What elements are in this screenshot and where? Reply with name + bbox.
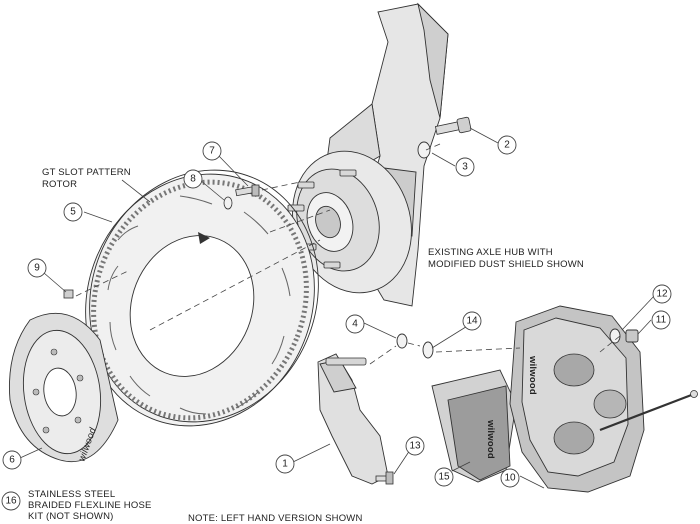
svg-text:7: 7 bbox=[209, 146, 215, 157]
hose-label-line3: KIT (NOT SHOWN) bbox=[28, 511, 114, 522]
bracket-washer bbox=[396, 333, 408, 349]
svg-text:12: 12 bbox=[656, 289, 668, 300]
callout-8: 8 bbox=[183, 169, 203, 189]
callout-12: 12 bbox=[652, 284, 672, 304]
callout-14: 14 bbox=[462, 311, 482, 331]
svg-text:1: 1 bbox=[282, 459, 288, 470]
caliper-bolt bbox=[599, 390, 698, 432]
rotor-washer bbox=[223, 196, 233, 210]
svg-text:5: 5 bbox=[70, 207, 76, 218]
hub-label-line2: MODIFIED DUST SHIELD SHOWN bbox=[428, 259, 584, 270]
rotor-bolt bbox=[235, 184, 260, 197]
callout-4: 4 bbox=[345, 314, 365, 334]
rotation-arrow-icon bbox=[198, 232, 210, 244]
rotor-slots bbox=[107, 195, 291, 415]
callout-10: 10 bbox=[500, 468, 520, 488]
caliper-washer bbox=[609, 328, 621, 344]
caliper-nut bbox=[625, 329, 639, 343]
svg-text:2: 2 bbox=[504, 140, 510, 151]
hat-nut bbox=[63, 289, 74, 299]
callout-7: 7 bbox=[202, 141, 222, 161]
hub-label-line1: EXISTING AXLE HUB WITH bbox=[428, 247, 553, 258]
svg-text:9: 9 bbox=[34, 263, 40, 274]
callout-9: 9 bbox=[27, 258, 47, 278]
brake-pads: wilwood bbox=[431, 369, 517, 483]
bracket-bolt bbox=[325, 357, 367, 366]
rotor-label-line1: GT SLOT PATTERN bbox=[42, 167, 131, 178]
rotor-label-line2: ROTOR bbox=[42, 179, 77, 190]
hub-washer bbox=[417, 141, 431, 159]
assembly-lines bbox=[75, 143, 621, 365]
svg-text:8: 8 bbox=[190, 174, 196, 185]
callout-3: 3 bbox=[455, 157, 475, 177]
hose-label-line1: STAINLESS STEEL bbox=[28, 489, 115, 500]
caliper: wilwood bbox=[509, 305, 645, 493]
hub-bolt bbox=[434, 116, 472, 135]
callout-5: 5 bbox=[63, 202, 83, 222]
svg-text:15: 15 bbox=[438, 472, 450, 483]
callout-11: 11 bbox=[651, 310, 671, 330]
callout-15: 15 bbox=[434, 467, 454, 487]
svg-text:14: 14 bbox=[466, 316, 478, 327]
axle-hub bbox=[287, 150, 412, 294]
caliper-bracket bbox=[317, 353, 389, 485]
bracket-stud bbox=[375, 471, 394, 485]
svg-text:10: 10 bbox=[504, 473, 516, 484]
svg-text:13: 13 bbox=[409, 441, 421, 452]
svg-text:6: 6 bbox=[9, 455, 15, 466]
rotor-hat: wilwood bbox=[9, 312, 119, 463]
callout-16: 16 bbox=[1, 491, 21, 511]
svg-text:4: 4 bbox=[352, 319, 358, 330]
svg-text:16: 16 bbox=[5, 496, 17, 507]
svg-text:11: 11 bbox=[656, 315, 667, 326]
shim-washer bbox=[422, 341, 434, 359]
callout-13: 13 bbox=[405, 436, 425, 456]
svg-text:3: 3 bbox=[462, 162, 468, 173]
callout-6: 6 bbox=[2, 450, 22, 470]
pad-brand-mark: wilwood bbox=[485, 419, 496, 459]
left-hand-note: NOTE: LEFT HAND VERSION SHOWN bbox=[188, 513, 363, 524]
caliper-brand-mark: wilwood bbox=[527, 355, 538, 395]
callout-1: 1 bbox=[275, 454, 295, 474]
gt-slot-rotor bbox=[85, 169, 319, 427]
callout-2: 2 bbox=[497, 135, 517, 155]
hose-label-line2: BRAIDED FLEXLINE HOSE bbox=[28, 500, 152, 511]
rotor-vanes bbox=[91, 179, 309, 421]
